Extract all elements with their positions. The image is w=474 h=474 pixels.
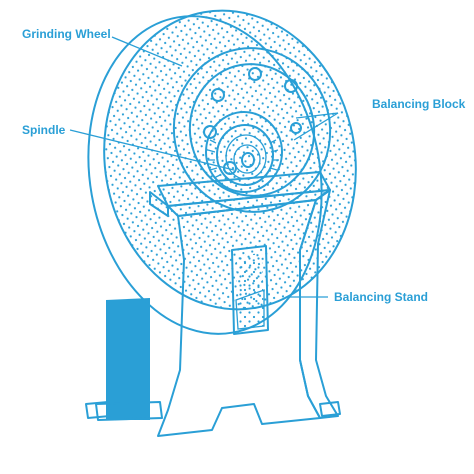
spindle xyxy=(205,111,283,193)
leader-lines xyxy=(69,36,339,298)
balancing-stand xyxy=(85,171,341,437)
label-grinding-wheel: Grinding Wheel xyxy=(22,27,111,41)
label-balancing-block: Balancing Block xyxy=(372,97,466,111)
label-spindle: Spindle xyxy=(22,123,66,137)
label-balancing-stand: Balancing Stand xyxy=(334,290,428,304)
grinding-wheel xyxy=(87,9,357,335)
stand-back-face xyxy=(95,298,163,421)
